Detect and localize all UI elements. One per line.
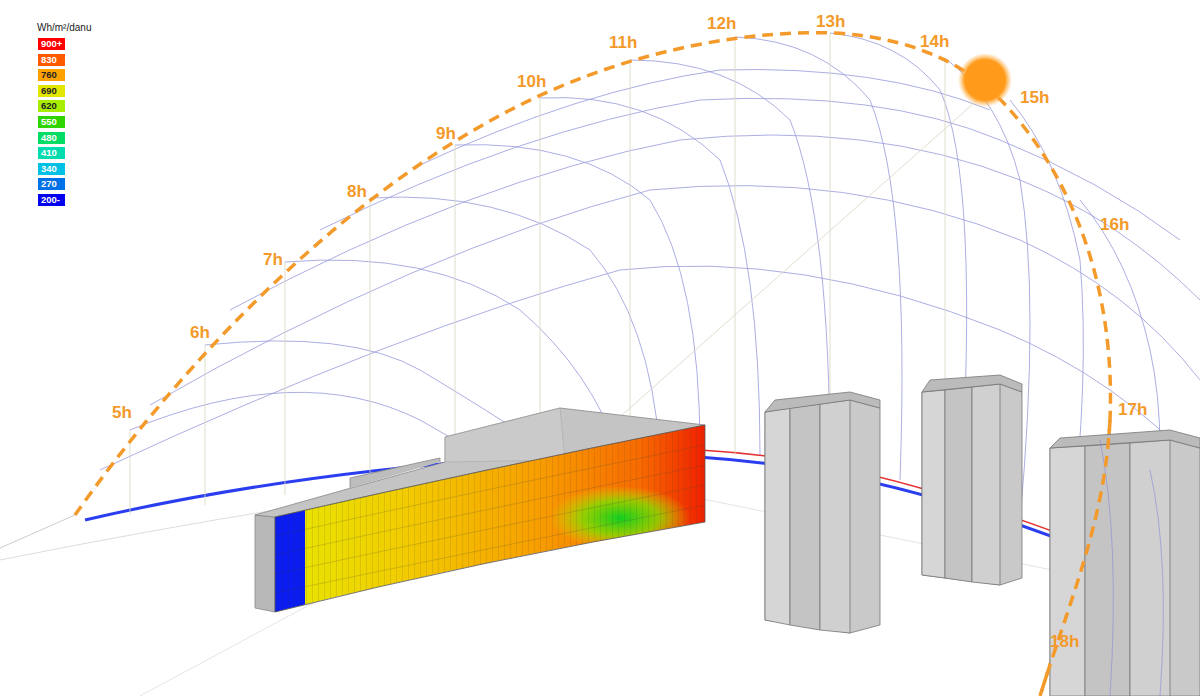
hour-label: 15h — [1020, 89, 1049, 106]
legend-entry: 270 — [37, 177, 66, 191]
hour-label: 6h — [190, 324, 210, 341]
legend-value: 620 — [38, 100, 65, 112]
legend-value: 690 — [38, 85, 65, 97]
legend-value: 200- — [38, 194, 65, 206]
hour-label: 5h — [112, 404, 132, 421]
hour-label: 18h — [1050, 633, 1079, 650]
hour-label: 9h — [436, 125, 456, 142]
legend-entry: 690 — [37, 84, 66, 98]
hour-label: 12h — [707, 15, 736, 32]
legend-value: 830 — [38, 54, 65, 66]
legend-title: Wh/m²/danu — [37, 23, 91, 33]
hour-label: 7h — [263, 251, 283, 268]
legend-value: 270 — [38, 178, 65, 190]
legend-entry: 900+ — [37, 37, 66, 51]
legend-entry: 620 — [37, 99, 66, 113]
legend-entry: 550 — [37, 115, 66, 129]
legend-value: 480 — [38, 132, 65, 144]
legend-entry: 480 — [37, 131, 66, 145]
hour-label: 17h — [1118, 401, 1147, 418]
legend-value: 340 — [38, 163, 65, 175]
hour-label: 14h — [920, 33, 949, 50]
hour-label: 13h — [816, 13, 845, 30]
hour-label: 8h — [347, 183, 367, 200]
legend-value: 900+ — [38, 38, 65, 50]
legend-value: 550 — [38, 116, 65, 128]
legend-entry: 340 — [37, 162, 66, 176]
legend-value: 410 — [38, 147, 65, 159]
legend-entry: 830 — [37, 53, 66, 67]
legend-value: 760 — [38, 69, 65, 81]
hour-label: 11h — [609, 34, 637, 51]
hour-label: 10h — [517, 73, 546, 90]
legend-entry: 200- — [37, 193, 66, 207]
legend-entry: 760 — [37, 68, 66, 82]
hour-label: 16h — [1100, 216, 1129, 233]
legend-entry: 410 — [37, 146, 66, 160]
